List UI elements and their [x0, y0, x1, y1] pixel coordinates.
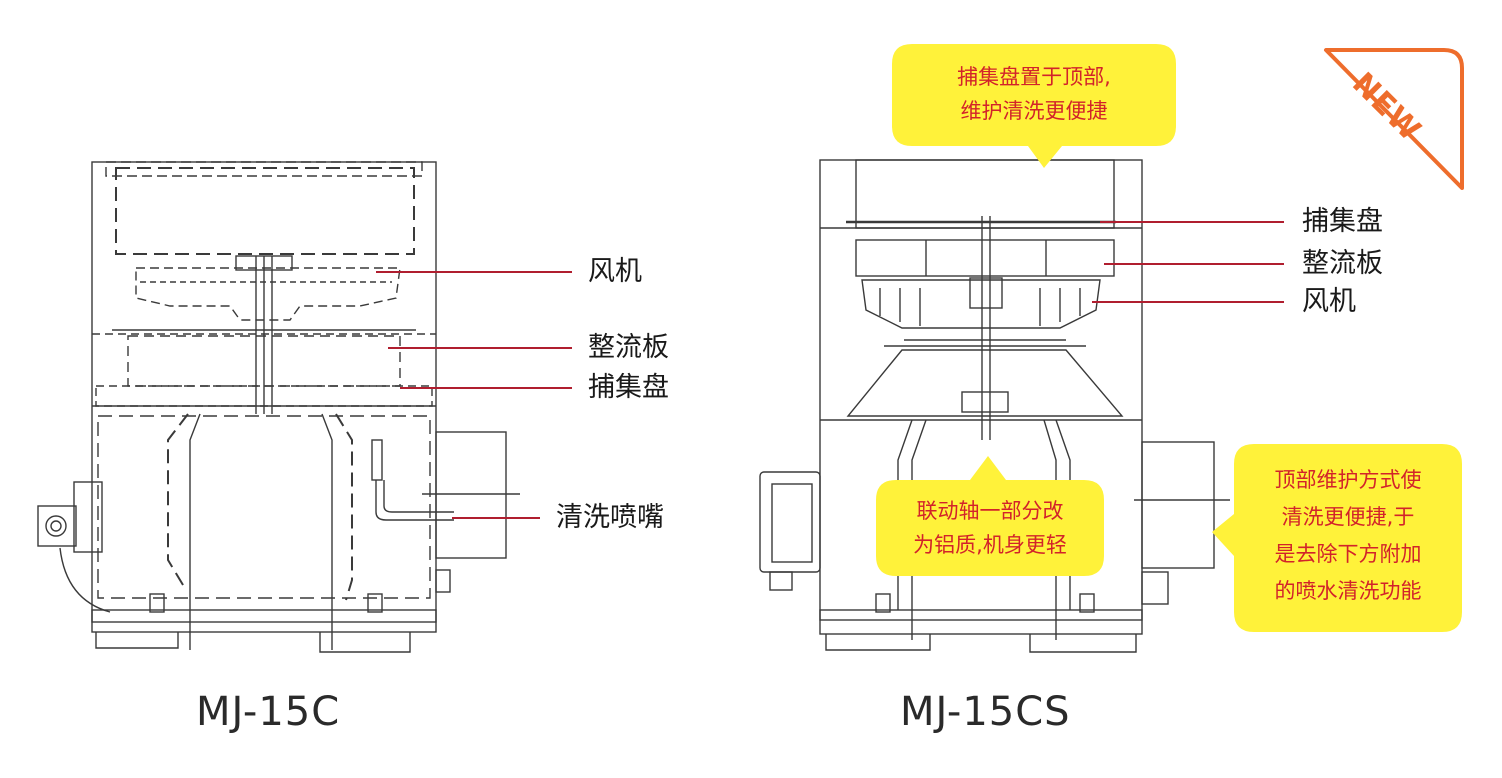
callout-shaft-text: 联动轴一部分改 为铝质,机身更轻 [876, 494, 1104, 562]
mj-15cs-drawing [759, 159, 1230, 653]
callout-top-text: 捕集盘置于顶部, 维护清洗更便捷 [892, 60, 1176, 128]
callout-maintenance-bubble [1212, 444, 1462, 632]
mj-15c-drawing [37, 161, 520, 653]
label-fan-right: 风机 [1302, 286, 1356, 317]
callout-maintenance-text: 顶部维护方式使 清洗更便捷,于 是去除下方附加 的喷水清洗功能 [1234, 462, 1462, 610]
label-straightener-left: 整流板 [588, 332, 669, 363]
callout-bubbles [876, 44, 1462, 632]
label-straightener-right: 整流板 [1302, 248, 1383, 279]
model-name-right: MJ-15CS [900, 689, 1071, 735]
callout-shaft-line-2: 为铝质,机身更轻 [913, 533, 1067, 557]
callout-maintenance-line-1: 顶部维护方式使 [1274, 468, 1422, 492]
right-leader-lines [1092, 221, 1284, 303]
callout-top-bubble [892, 44, 1176, 168]
callout-maintenance-line-4: 的喷水清洗功能 [1274, 579, 1422, 603]
label-collector-left: 捕集盘 [588, 372, 669, 403]
callout-maintenance-line-3: 是去除下方附加 [1274, 542, 1422, 566]
callout-shaft-line-1: 联动轴一部分改 [916, 499, 1064, 523]
model-name-left: MJ-15C [196, 689, 341, 735]
callout-top-line-1: 捕集盘置于顶部, [957, 65, 1111, 89]
label-nozzle-left: 清洗喷嘴 [556, 502, 664, 533]
label-collector-right: 捕集盘 [1302, 206, 1383, 237]
callout-maintenance-line-2: 清洗更便捷,于 [1281, 505, 1415, 529]
new-badge [1324, 48, 1464, 190]
left-leader-lines [376, 271, 572, 519]
callout-top-line-2: 维护清洗更便捷 [960, 99, 1108, 123]
callout-shaft-bubble [876, 456, 1104, 576]
label-fan-left: 风机 [588, 256, 642, 287]
